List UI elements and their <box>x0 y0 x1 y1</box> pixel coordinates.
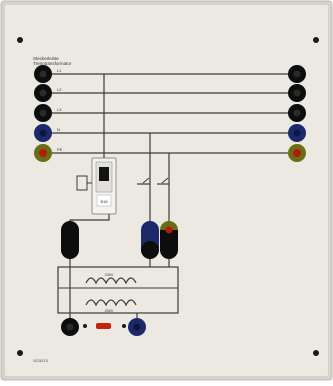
primary-winding <box>85 277 137 285</box>
socket-input-neutral[interactable] <box>141 221 159 259</box>
breaker-symbol <box>76 175 92 191</box>
screw-top-left <box>17 37 23 43</box>
bus-label-pe: PE <box>57 147 63 152</box>
socket-n-left[interactable] <box>34 124 52 142</box>
socket-l2-right[interactable] <box>288 84 306 102</box>
socket-pe-right[interactable] <box>288 144 306 162</box>
socket-l1-right[interactable] <box>288 65 306 83</box>
socket-l2-left[interactable] <box>34 84 52 102</box>
breaker-toggle[interactable] <box>99 167 109 181</box>
output-fuse[interactable] <box>96 323 111 329</box>
socket-input-phase[interactable] <box>61 221 79 259</box>
bus-label-l3: L3 <box>57 107 62 112</box>
output-terminal-dot-right <box>122 324 126 328</box>
socket-output-right[interactable] <box>128 318 146 336</box>
bus-label-n: N <box>57 127 60 132</box>
screw-top-right <box>313 37 319 43</box>
switch-contact-pe <box>161 177 169 184</box>
socket-input-pe[interactable] <box>160 221 178 259</box>
bus-label-l2: L2 <box>57 87 62 92</box>
circuit-breaker[interactable]: B16 <box>91 157 117 215</box>
output-terminal-dot-left <box>83 324 87 328</box>
secondary-winding <box>85 299 137 307</box>
screw-bottom-left <box>17 350 23 356</box>
bus-wires <box>43 73 297 154</box>
bus-label-l1: L1 <box>57 68 62 73</box>
screw-bottom-right <box>313 350 319 356</box>
socket-n-right[interactable] <box>288 124 306 142</box>
transformer: 230V 230V <box>57 266 179 314</box>
switch-contact-n <box>142 177 150 184</box>
panel-header-line-2: Trenntransformator <box>33 61 72 66</box>
socket-l3-right[interactable] <box>288 104 306 122</box>
breaker-rating: B16 <box>100 199 108 204</box>
panel-header-line-1: Steckerleiste <box>33 56 59 61</box>
socket-l1-left[interactable] <box>34 65 52 83</box>
panel-face <box>5 5 328 376</box>
socket-l3-left[interactable] <box>34 104 52 122</box>
socket-output-left[interactable] <box>61 318 79 336</box>
transformer-bottom-label: 230V <box>105 309 114 313</box>
transformer-top-label: 230V <box>105 273 114 277</box>
socket-pe-left[interactable] <box>34 144 52 162</box>
part-number: SO3213 <box>33 358 48 363</box>
